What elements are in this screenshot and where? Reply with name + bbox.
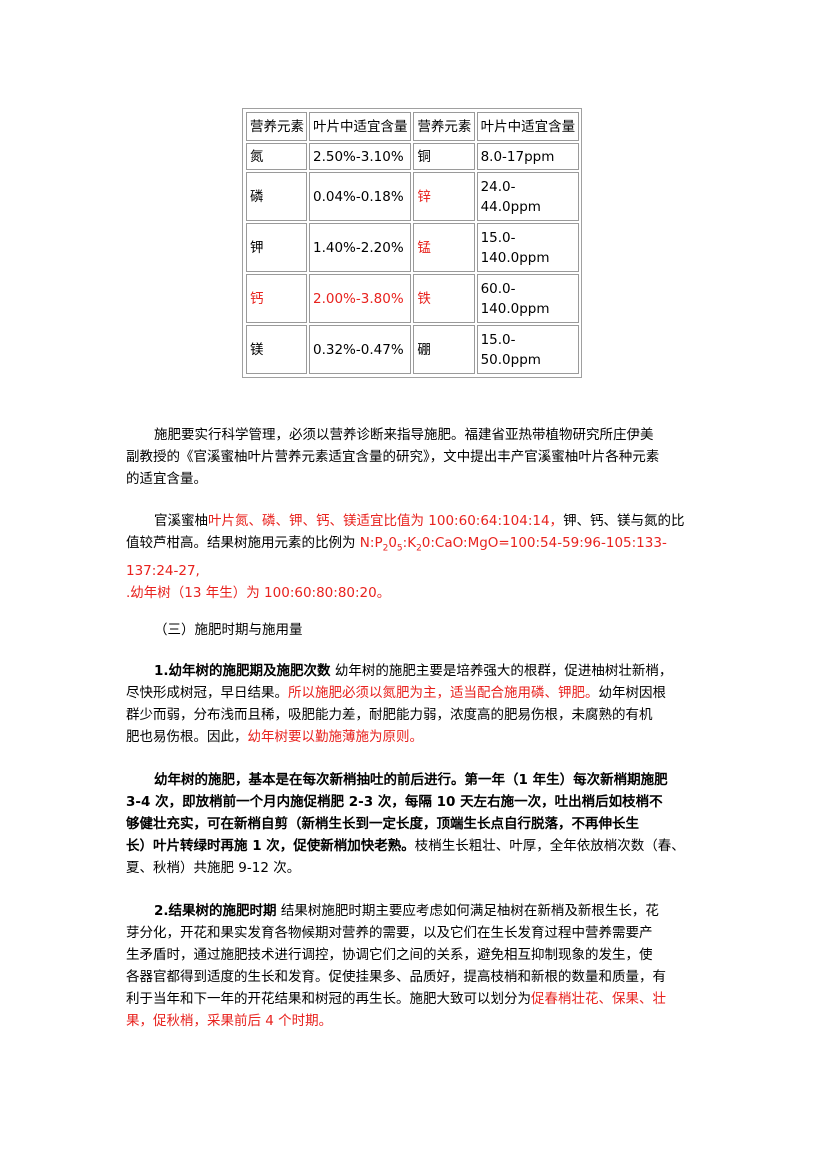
formula-part: :K [402, 535, 417, 551]
text-run: 官溪蜜柚 [154, 513, 208, 529]
text-line: 施肥要实行科学管理，必须以营养诊断来指导施肥。福建省亚热带植物研究所庄伊美 [154, 427, 654, 443]
element-cell: 钾 [246, 223, 307, 272]
table-row: 镁 0.32%-0.47% 硼 15.0- 50.0ppm [246, 325, 579, 374]
table-row: 氮 2.50%-3.10% 铜 8.0-17ppm [246, 143, 579, 170]
text-run: 利于当年和下一年的开花结果和树冠的再生长。施肥大致可以划分为 [126, 991, 531, 1007]
value-cell: 1.40%-2.20% [309, 223, 412, 272]
element-cell: 镁 [246, 325, 307, 374]
table-row: 钾 1.40%-2.20% 锰 15.0- 140.0ppm [246, 223, 579, 272]
text-run: 钾、钙、镁与氮的比 [563, 513, 685, 529]
text-line: 各器官都得到适度的生长和发育。促使挂果多、品质好，提高枝梢和新根的数量和质量，有 [126, 969, 666, 985]
text-line: 值较芦柑高。结果树施用元素的比例为 N:P205:K20:CaO:MgO=100… [126, 532, 706, 560]
table-header-row: 营养元素 叶片中适宜含量 营养元素 叶片中适宜含量 [246, 112, 579, 141]
value-cell: 15.0- 50.0ppm [476, 325, 579, 374]
element-cell: 铁 [413, 274, 475, 323]
value-line: 8.0-17ppm [480, 148, 555, 165]
text-run: 长）叶片转绿时再施 1 次，促使新梢加快老熟。 [126, 838, 415, 854]
value-cell: 2.00%-3.80% [309, 274, 412, 323]
value-line: 15.0- [480, 331, 516, 348]
value-line: 15.0- [480, 229, 516, 246]
value-line: 60.0- [480, 280, 516, 297]
text-run: 枝梢生长粗壮、叶厚，全年依放梢次数（春、 [414, 838, 685, 854]
value-line: 50.0ppm [480, 351, 541, 368]
value-cell: 0.04%-0.18% [309, 172, 412, 221]
element-cell: 硼 [413, 325, 475, 374]
text-line: 够健壮充实，可在新梢自剪（新梢生长到一定长度，顶端生长点自行脱落，不再伸长生 [126, 816, 639, 832]
heading-text: （三）施肥时期与施用量 [154, 622, 303, 638]
element-cell: 锌 [413, 172, 475, 221]
subheading: 1.幼年树的施肥期及施肥次数 [154, 663, 331, 679]
text-line: 137:24-27, [126, 562, 200, 579]
highlight: 所以施肥必须以氮肥为主，适当配合施用磷、钾肥。 [288, 685, 599, 701]
text-line: 1.幼年树的施肥期及施肥次数 幼年树的施肥主要是培养强大的根群，促进柚树壮新梢， [126, 660, 706, 682]
header-cell: 营养元素 [246, 112, 307, 141]
text-run: 幼年树因根 [598, 685, 667, 701]
text-line: 官溪蜜柚叶片氮、磷、钾、钙、镁适宜比值为 100:60:64:104:14，钾、… [126, 510, 706, 532]
text-line: 副教授的《官溪蜜柚叶片营养元素适宜含量的研究》，文中提出丰产官溪蜜柚叶片各种元素 [126, 449, 660, 465]
formula-sub: 2 [382, 543, 389, 554]
nutrient-table: 营养元素 叶片中适宜含量 营养元素 叶片中适宜含量 氮 2.50%-3.10% … [242, 108, 582, 378]
highlight: 幼年树要以勤施薄施为原则。 [247, 729, 424, 745]
text-run: 尽快形成树冠，早日结果。 [126, 685, 288, 701]
text-run: 值较芦柑高。结果树施用元素的比例为 [126, 535, 360, 551]
value-cell: 8.0-17ppm [476, 143, 579, 170]
text-line: 2.结果树的施肥时期 结果树施肥时期主要应考虑如何满足柚树在新梢及新根生长，花 [126, 900, 706, 922]
formula-part: 0:CaO:MgO=100:54-59:96-105:133- [421, 535, 667, 551]
formula-sub: 5 [396, 543, 403, 554]
nutrient-table-grid: 营养元素 叶片中适宜含量 营养元素 叶片中适宜含量 氮 2.50%-3.10% … [244, 110, 581, 376]
formula-part: 0 [388, 535, 397, 551]
text-line: 群少而弱，分布浅而且稀，吸肥能力差，耐肥能力弱，浓度高的肥易伤根，未腐熟的有机 [126, 707, 653, 723]
paragraph-young-tree-schedule: 幼年树的施肥，基本是在每次新梢抽吐的前后进行。第一年（1 年生）每次新梢期施肥 … [126, 769, 706, 879]
ratio-highlight: 叶片氮、磷、钾、钙、镁适宜比值为 100:60:64:104:14， [208, 513, 564, 529]
table-row: 钙 2.00%-3.80% 铁 60.0- 140.0ppm [246, 274, 579, 323]
element-cell: 氮 [246, 143, 307, 170]
element-cell: 钙 [246, 274, 307, 323]
formula: N:P205:K20:CaO:MgO=100:54-59:96-105:133- [359, 535, 667, 554]
value-cell: 15.0- 140.0ppm [476, 223, 579, 272]
text-line: .幼年树（13 年生）为 100:60:80:80:20。 [126, 584, 391, 601]
text-run: 结果树施肥时期主要应考虑如何满足柚树在新梢及新根生长，花 [276, 903, 659, 919]
table-row: 磷 0.04%-0.18% 锌 24.0- 44.0ppm [246, 172, 579, 221]
value-line: 24.0- [480, 178, 516, 195]
text-line: 肥也易伤根。因此，幼年树要以勤施薄施为原则。 [126, 726, 706, 748]
text-line: 3-4 次，即放梢前一个月内施促梢肥 2-3 次，每隔 10 天左右施一次，吐出… [126, 794, 663, 810]
text-line: 幼年树的施肥，基本是在每次新梢抽吐的前后进行。第一年（1 年生）每次新梢期施肥 [154, 772, 668, 788]
value-cell: 24.0- 44.0ppm [476, 172, 579, 221]
element-cell: 铜 [413, 143, 475, 170]
value-line: 140.0ppm [480, 300, 550, 317]
subheading: 2.结果树的施肥时期 [154, 903, 277, 919]
text-line: 利于当年和下一年的开花结果和树冠的再生长。施肥大致可以划分为促春梢壮花、保果、壮 [126, 988, 706, 1010]
value-cell: 60.0- 140.0ppm [476, 274, 579, 323]
text-line: 生矛盾时，通过施肥技术进行调控，协调它们之间的关系，避免相互抑制现象的发生，使 [126, 947, 653, 963]
header-cell: 叶片中适宜含量 [309, 112, 412, 141]
paragraph-fruiting-tree: 2.结果树的施肥时期 结果树施肥时期主要应考虑如何满足柚树在新梢及新根生长，花 … [126, 900, 706, 1032]
paragraph-young-tree: 1.幼年树的施肥期及施肥次数 幼年树的施肥主要是培养强大的根群，促进柚树壮新梢，… [126, 660, 706, 748]
element-cell: 磷 [246, 172, 307, 221]
element-cell: 锰 [413, 223, 475, 272]
value-cell: 2.50%-3.10% [309, 143, 412, 170]
text-line: 的适宜含量。 [126, 471, 207, 487]
text-run: 幼年树的施肥主要是培养强大的根群，促进柚树壮新梢， [330, 663, 673, 679]
text-line: 长）叶片转绿时再施 1 次，促使新梢加快老熟。枝梢生长粗壮、叶厚，全年依放梢次数… [126, 835, 706, 857]
highlight: 促春梢壮花、保果、壮 [531, 991, 666, 1007]
text-line: 夏、秋梢）共施肥 9-12 次。 [126, 860, 301, 876]
text-line: 尽快形成树冠，早日结果。所以施肥必须以氮肥为主，适当配合施用磷、钾肥。幼年树因根 [126, 682, 706, 704]
formula-sub: 2 [416, 543, 422, 554]
text-line: 果，促秋梢，采果前后 4 个时期。 [126, 1013, 333, 1029]
paragraph-ratios: 官溪蜜柚叶片氮、磷、钾、钙、镁适宜比值为 100:60:64:104:14，钾、… [126, 510, 706, 604]
value-line: 44.0ppm [480, 198, 541, 215]
text-line: 芽分化，开花和果实发育各物候期对营养的需要，以及它们在生长发育过程中营养需要产 [126, 925, 653, 941]
value-line: 140.0ppm [480, 249, 550, 266]
formula-part: N:P [359, 535, 383, 551]
header-cell: 营养元素 [413, 112, 475, 141]
section-heading: （三）施肥时期与施用量 [126, 619, 706, 641]
header-cell: 叶片中适宜含量 [476, 112, 579, 141]
value-cell: 0.32%-0.47% [309, 325, 412, 374]
paragraph-intro: 施肥要实行科学管理，必须以营养诊断来指导施肥。福建省亚热带植物研究所庄伊美 副教… [126, 424, 706, 490]
text-run: 肥也易伤根。因此， [126, 729, 248, 745]
